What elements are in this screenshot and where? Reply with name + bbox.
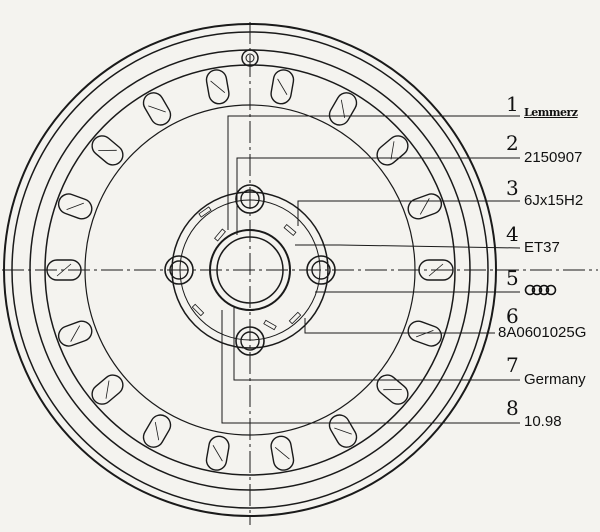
vent-slot — [407, 193, 443, 220]
vent-slot — [57, 320, 93, 347]
vent-slot — [328, 414, 358, 448]
vent-slot — [142, 414, 172, 448]
leader-line-4 — [295, 244, 521, 249]
leader-line-3 — [297, 200, 520, 226]
callout-number-8: 8 — [506, 396, 519, 420]
lug-hole — [235, 184, 265, 214]
callout-number-1: 1 — [506, 92, 519, 116]
leader-line-2 — [236, 157, 520, 235]
vent-slot — [205, 435, 230, 471]
stamp-mark — [288, 311, 302, 325]
leader-line-7 — [233, 306, 520, 381]
leader-line-1 — [227, 115, 520, 230]
audi-rings-icon — [524, 284, 557, 296]
lug-hole — [164, 255, 194, 285]
vent-slot — [57, 193, 93, 220]
leader-line-8 — [221, 310, 520, 424]
callout-value-7: Germany — [524, 371, 586, 388]
vent-slot — [91, 135, 124, 166]
leader-line-6 — [304, 318, 495, 334]
callout-number-4: 4 — [506, 222, 519, 246]
callout-number-2: 2 — [506, 131, 519, 155]
vent-slot — [142, 92, 172, 126]
callout-number-7: 7 — [506, 353, 519, 377]
stamp-mark — [263, 319, 277, 331]
vent-slot — [46, 259, 82, 281]
vent-slot — [376, 374, 409, 405]
vent-slot — [205, 69, 230, 105]
callout-value-3: 6Jx15H2 — [524, 192, 584, 209]
vent-slot — [270, 435, 295, 471]
callout-value-8: 10.98 — [524, 413, 562, 430]
valve-hole — [241, 49, 259, 67]
callout-number-5: 5 — [506, 266, 519, 290]
callout-value-2: 2150907 — [524, 149, 583, 166]
lemmerz-logo: Lemmerz — [524, 106, 578, 119]
valve-hole-inner — [245, 53, 255, 63]
stamp-mark — [198, 206, 212, 218]
callout-number-3: 3 — [506, 176, 519, 200]
stamp-mark — [191, 303, 205, 317]
stamp-mark — [214, 228, 226, 242]
callout-number-6: 6 — [506, 304, 519, 328]
lug-hole — [306, 255, 336, 285]
callout-value-4: ET37 — [524, 239, 560, 256]
callout-value-6: 8A0601025G — [498, 324, 587, 341]
vent-slot — [91, 374, 124, 405]
stamp-mark — [283, 224, 297, 236]
lug-hole — [235, 326, 265, 356]
vent-slot — [328, 92, 358, 126]
vent-slot — [407, 320, 443, 347]
vent-slot — [270, 69, 295, 105]
vent-slot — [418, 259, 454, 281]
